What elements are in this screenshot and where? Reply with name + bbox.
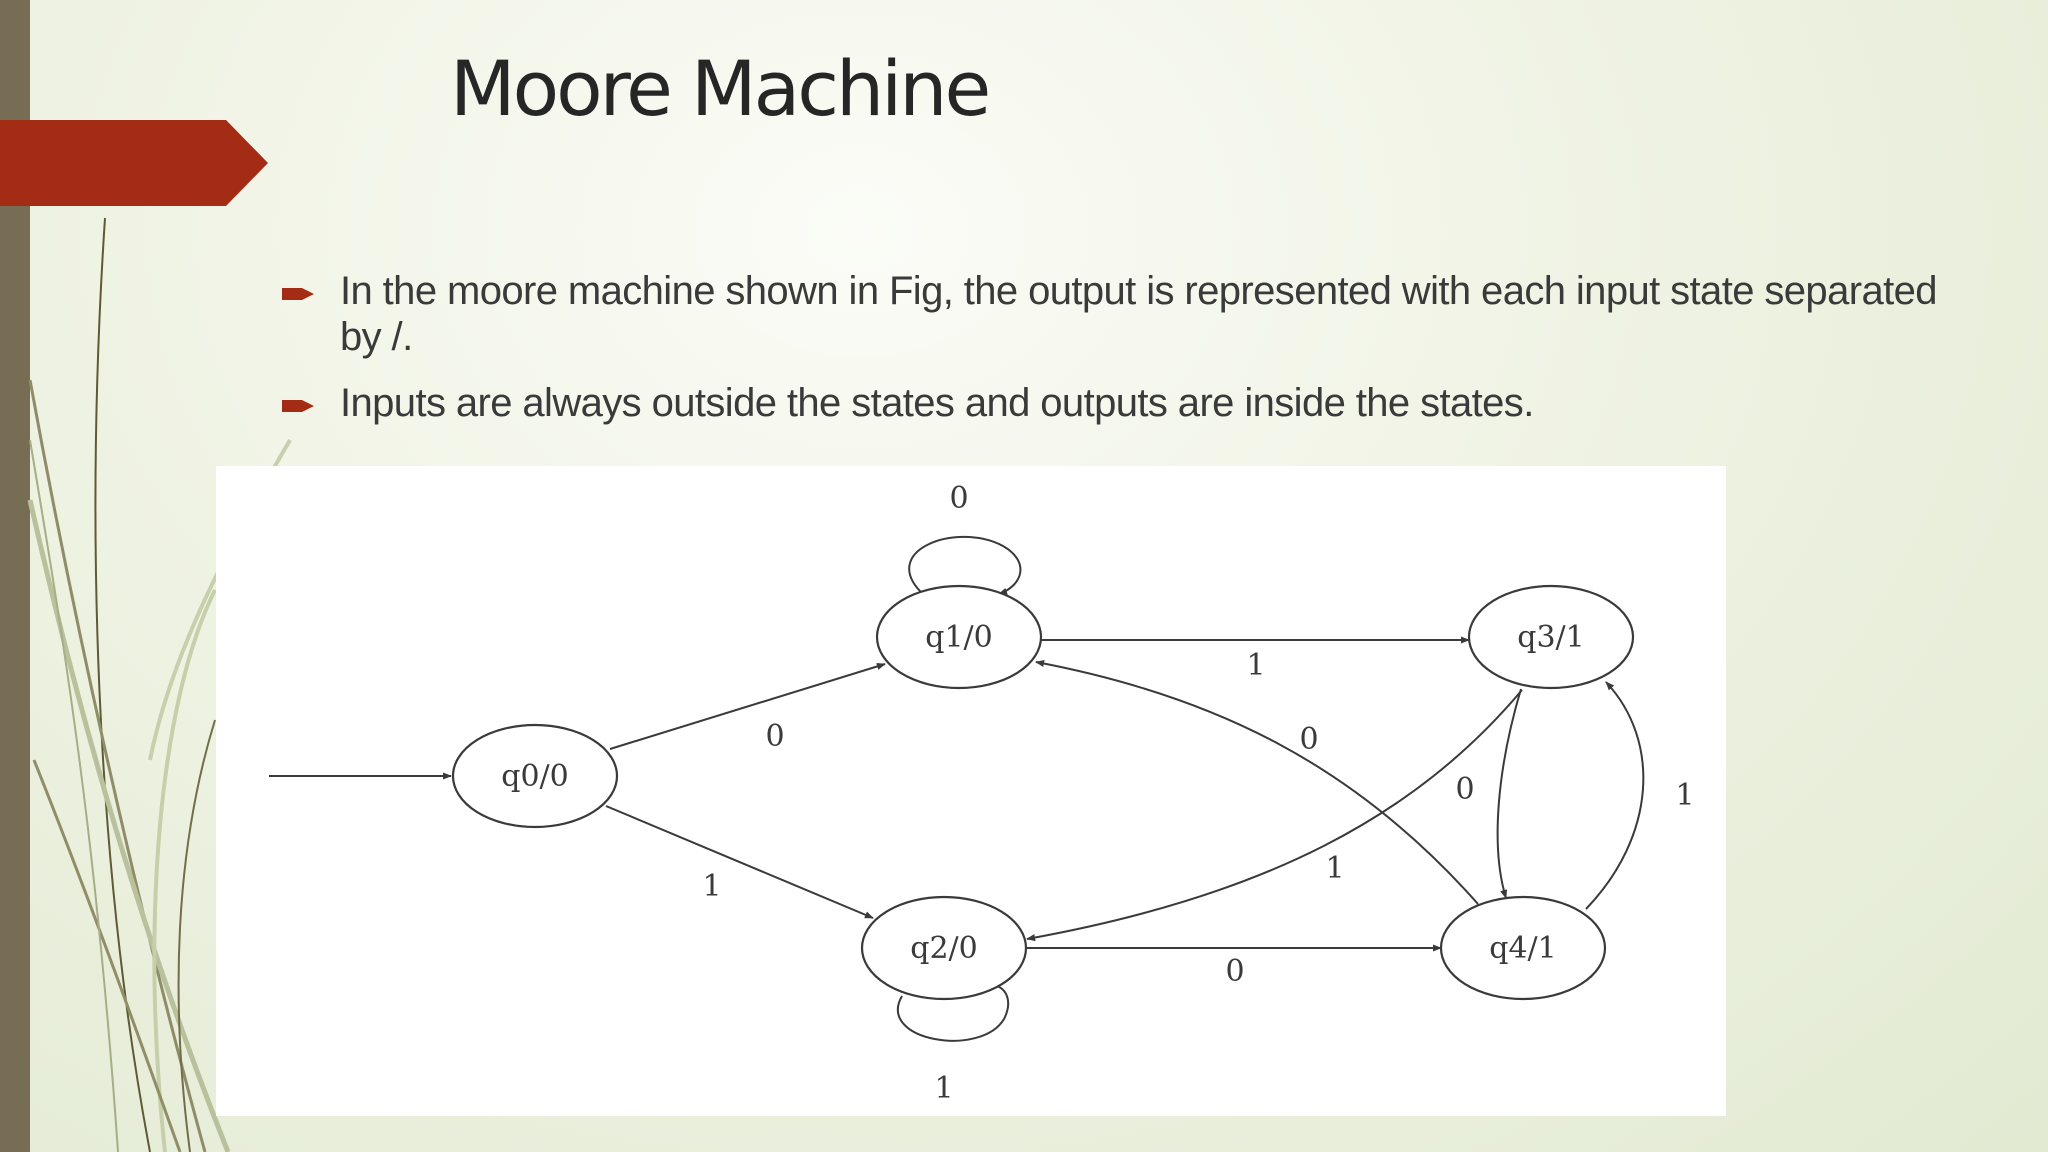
- transition-q0-q1: [609, 662, 886, 750]
- transition-label-q1-q1: 0: [949, 481, 968, 516]
- transition-label-q2-q4: 0: [1225, 954, 1244, 989]
- transition-label-q2-q2: 1: [934, 1071, 953, 1106]
- state-circle: [451, 723, 619, 829]
- transition-label-q4-q1: 0: [1299, 722, 1318, 757]
- moore-machine-diagram: 0 1 0 1 1 0 1 0 0 1 q0/0 q1/0 q2/0 q3/1 q4/1: [269, 481, 1695, 1106]
- state-circle: [860, 895, 1028, 1001]
- transition-q3-q2: [1026, 689, 1523, 942]
- bullet-text: In the moore machine shown in Fig, the o…: [340, 269, 1937, 359]
- state-label: q1/0: [925, 620, 993, 655]
- arrow-bullet-icon: [282, 400, 314, 412]
- slide-title: Moore Machine: [450, 44, 991, 133]
- transition-q3-q4: [1496, 688, 1522, 899]
- bullet-text: Inputs are always outside the states and…: [340, 381, 1534, 425]
- state-q3: q3/1: [1467, 584, 1635, 690]
- transition-label-q3-q4: 0: [1455, 772, 1474, 807]
- transition-label-q0-q2: 1: [702, 869, 721, 904]
- state-label: q2/0: [910, 931, 978, 966]
- transition-label-q0-q1: 0: [765, 719, 784, 754]
- state-q0: q0/0: [451, 723, 619, 829]
- transition-q1-q1: [908, 535, 1022, 596]
- state-diagram-figure: 0 1 0 1 1 0 1 0 0 1 q0/0 q1/0 q2/0 q3/1 q4/1: [216, 466, 1726, 1116]
- transition-label-q3-q2: 1: [1325, 851, 1344, 886]
- state-label: q3/1: [1517, 620, 1585, 655]
- transition-label-q1-q3: 1: [1246, 648, 1265, 683]
- state-q4: q4/1: [1439, 895, 1607, 1001]
- transition-q0-q2: [605, 805, 874, 919]
- bullet-item: Inputs are always outside the states and…: [282, 380, 1982, 426]
- title-accent-arrow: [0, 120, 268, 206]
- transition-label-q4-q3: 1: [1675, 778, 1694, 813]
- state-circle: [1467, 584, 1635, 690]
- transition-q4-q3: [1585, 681, 1645, 910]
- transition-q2-q2: [897, 980, 1010, 1042]
- state-label: q0/0: [501, 759, 569, 794]
- state-q1: q1/0: [875, 584, 1043, 690]
- state-label: q4/1: [1489, 931, 1557, 966]
- arrow-bullet-icon: [282, 288, 314, 300]
- bullet-list: In the moore machine shown in Fig, the o…: [282, 268, 1982, 446]
- state-circle: [875, 584, 1043, 690]
- bullet-item: In the moore machine shown in Fig, the o…: [282, 268, 1982, 360]
- state-q2: q2/0: [860, 895, 1028, 1001]
- transition-q4-q1: [1035, 659, 1479, 905]
- state-circle: [1439, 895, 1607, 1001]
